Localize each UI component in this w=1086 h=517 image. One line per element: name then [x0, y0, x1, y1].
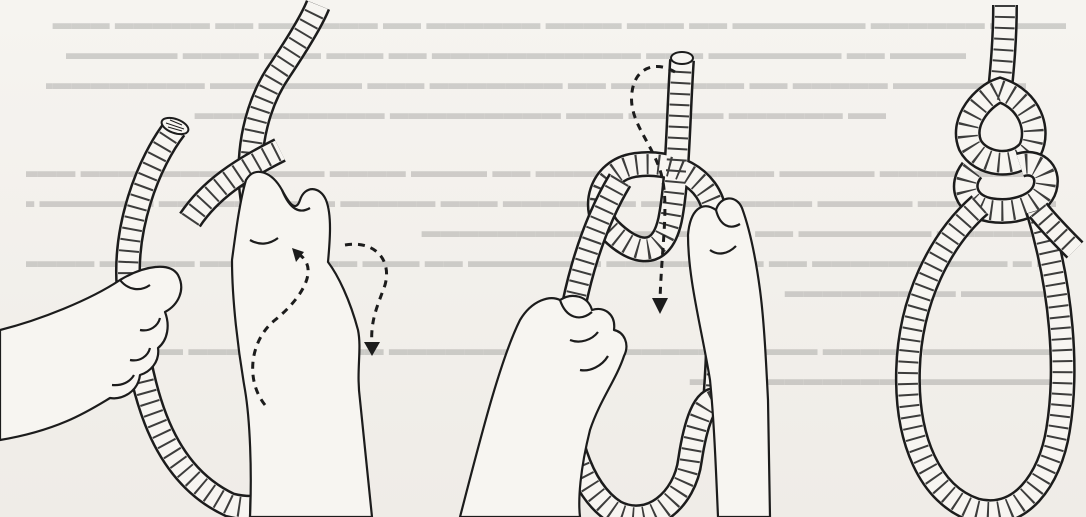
knot-step-1-figure: [0, 0, 420, 517]
knot-step-1-drawing: [0, 0, 420, 517]
arrowhead-icon: [364, 342, 380, 356]
knot-step-2-figure: [420, 0, 780, 517]
arrowhead-icon: [652, 298, 668, 314]
rope: [908, 5, 1075, 512]
knot-step-3-figure: [800, 0, 1086, 517]
knot-step-2-drawing: [420, 0, 780, 517]
knot-step-3-drawing: [800, 0, 1086, 517]
right-hand: [232, 172, 372, 517]
